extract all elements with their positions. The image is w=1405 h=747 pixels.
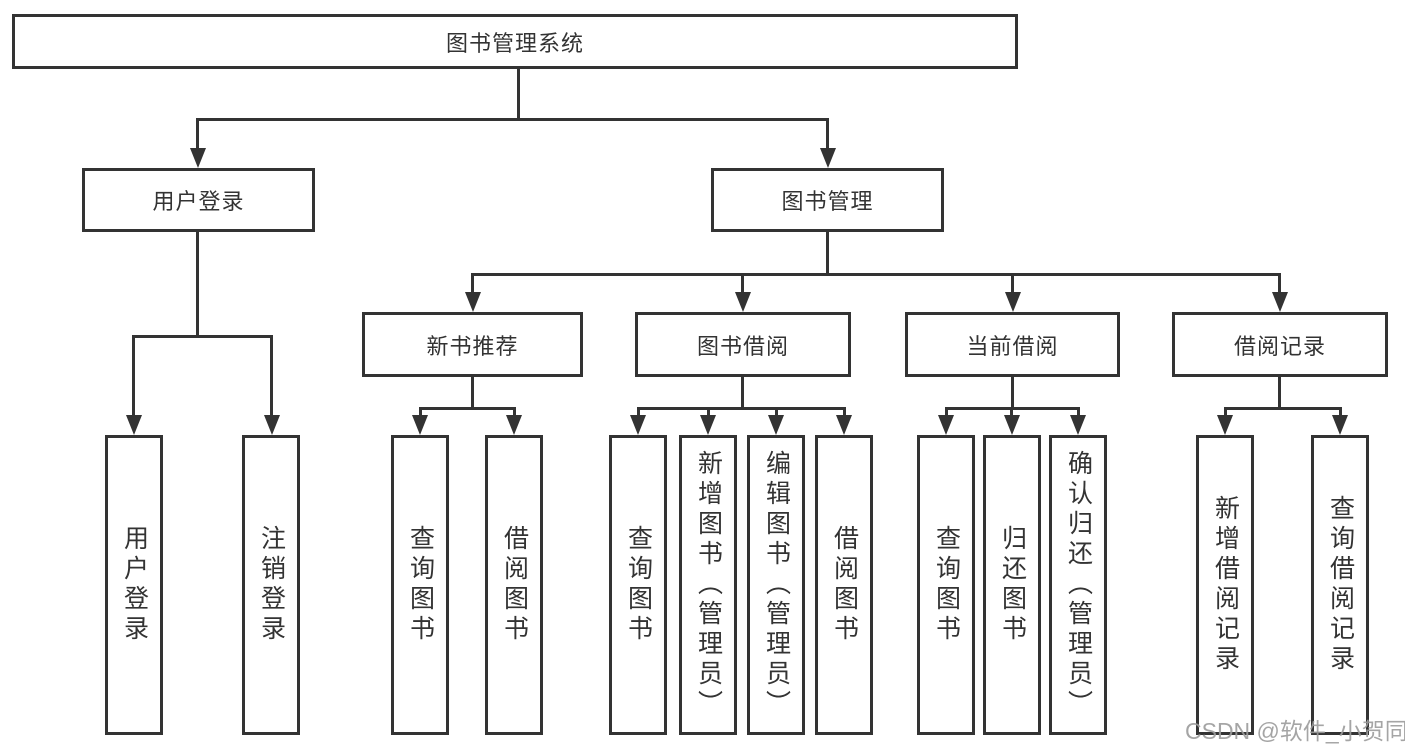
connector-line bbox=[1224, 407, 1342, 410]
connector-line bbox=[471, 377, 474, 407]
leaf-current-return: 归还图书 bbox=[983, 435, 1041, 735]
node-root-label: 图书管理系统 bbox=[445, 30, 584, 56]
connector-line bbox=[637, 407, 640, 417]
leaf-record-add: 新增借阅记录 bbox=[1196, 435, 1254, 735]
arrowhead-down-icon bbox=[700, 415, 716, 435]
connector-line bbox=[1224, 407, 1227, 417]
leaf-logout-label: 注销登录 bbox=[257, 525, 286, 645]
connector-line bbox=[945, 407, 948, 417]
leaf-borrow-borrow-label: 借阅图书 bbox=[830, 525, 859, 645]
connector-line bbox=[132, 335, 135, 415]
connector-line bbox=[826, 232, 829, 273]
leaf-borrow-borrow: 借阅图书 bbox=[815, 435, 873, 735]
connector-line bbox=[419, 407, 422, 417]
node-new-books-label: 新书推荐 bbox=[426, 333, 519, 359]
connector-line bbox=[196, 118, 829, 121]
arrowhead-down-icon bbox=[1070, 415, 1086, 435]
arrowhead-down-icon bbox=[1332, 415, 1348, 435]
arrowhead-down-icon bbox=[126, 415, 142, 435]
connector-line bbox=[707, 407, 710, 417]
node-book-mgmt: 图书管理 bbox=[711, 168, 944, 232]
arrowhead-down-icon bbox=[412, 415, 428, 435]
connector-line bbox=[1278, 377, 1281, 407]
arrowhead-down-icon bbox=[820, 148, 836, 168]
leaf-logout: 注销登录 bbox=[242, 435, 300, 735]
leaf-newbook-query-label: 查询图书 bbox=[406, 525, 435, 645]
connector-line bbox=[513, 407, 516, 417]
leaf-borrow-add-admin-label: 新增图书（管理员） bbox=[694, 450, 723, 720]
node-new-books: 新书推荐 bbox=[362, 312, 583, 377]
leaf-user-login-label: 用户登录 bbox=[120, 525, 149, 645]
connector-line bbox=[1010, 407, 1013, 417]
connector-line bbox=[741, 377, 744, 407]
leaf-borrow-query: 查询图书 bbox=[609, 435, 667, 735]
connector-line bbox=[196, 118, 199, 150]
arrowhead-down-icon bbox=[506, 415, 522, 435]
arrowhead-down-icon bbox=[938, 415, 954, 435]
connector-line bbox=[1011, 377, 1014, 407]
connector-line bbox=[741, 273, 744, 293]
node-user-login-label: 用户登录 bbox=[152, 189, 245, 214]
leaf-newbook-query: 查询图书 bbox=[391, 435, 449, 735]
arrowhead-down-icon bbox=[1272, 292, 1288, 312]
leaf-user-login: 用户登录 bbox=[105, 435, 163, 735]
connector-line bbox=[1077, 407, 1080, 417]
leaf-borrow-edit-admin-label: 编辑图书（管理员） bbox=[762, 450, 791, 720]
node-book-mgmt-label: 图书管理 bbox=[781, 189, 874, 214]
node-book-borrow: 图书借阅 bbox=[635, 312, 851, 377]
connector-line bbox=[1339, 407, 1342, 417]
node-borrow-records-label: 借阅记录 bbox=[1233, 333, 1326, 359]
leaf-borrow-add-admin: 新增图书（管理员） bbox=[679, 435, 737, 735]
arrowhead-down-icon bbox=[465, 292, 481, 312]
arrowhead-down-icon bbox=[836, 415, 852, 435]
leaf-current-return-label: 归还图书 bbox=[998, 525, 1027, 645]
watermark: CSDN @软件_小贺同学 bbox=[1185, 718, 1405, 744]
leaf-record-query-label: 查询借阅记录 bbox=[1326, 495, 1355, 675]
leaf-newbook-borrow: 借阅图书 bbox=[485, 435, 543, 735]
leaf-borrow-query-label: 查询图书 bbox=[624, 525, 653, 645]
connector-line bbox=[775, 407, 778, 417]
node-current-borrow: 当前借阅 bbox=[905, 312, 1120, 377]
node-current-borrow-label: 当前借阅 bbox=[966, 333, 1059, 359]
connector-line bbox=[419, 407, 516, 410]
connector-line bbox=[132, 335, 273, 338]
arrowhead-down-icon bbox=[1005, 292, 1021, 312]
arrowhead-down-icon bbox=[264, 415, 280, 435]
connector-line bbox=[637, 407, 846, 410]
arrowhead-down-icon bbox=[1004, 415, 1020, 435]
node-borrow-records: 借阅记录 bbox=[1172, 312, 1388, 377]
connector-line bbox=[826, 118, 829, 150]
leaf-current-query: 查询图书 bbox=[917, 435, 975, 735]
leaf-record-add-label: 新增借阅记录 bbox=[1211, 495, 1240, 675]
node-user-login: 用户登录 bbox=[82, 168, 315, 232]
connector-line bbox=[471, 273, 1281, 276]
arrowhead-down-icon bbox=[190, 148, 206, 168]
node-root: 图书管理系统 bbox=[12, 14, 1018, 69]
connector-line bbox=[471, 273, 474, 293]
arrowhead-down-icon bbox=[630, 415, 646, 435]
leaf-newbook-borrow-label: 借阅图书 bbox=[500, 525, 529, 645]
connector-line bbox=[270, 335, 273, 415]
leaf-borrow-edit-admin: 编辑图书（管理员） bbox=[747, 435, 805, 735]
leaf-current-query-label: 查询图书 bbox=[932, 525, 961, 645]
connector-line bbox=[1278, 273, 1281, 293]
arrowhead-down-icon bbox=[1217, 415, 1233, 435]
connector-line bbox=[1011, 273, 1014, 293]
leaf-record-query: 查询借阅记录 bbox=[1311, 435, 1369, 735]
connector-line bbox=[517, 68, 520, 120]
connector-line bbox=[843, 407, 846, 417]
leaf-current-confirm-admin: 确认归还（管理员） bbox=[1049, 435, 1107, 735]
arrowhead-down-icon bbox=[735, 292, 751, 312]
leaf-current-confirm-admin-label: 确认归还（管理员） bbox=[1064, 450, 1093, 720]
connector-line bbox=[196, 232, 199, 335]
node-book-borrow-label: 图书借阅 bbox=[696, 333, 789, 359]
arrowhead-down-icon bbox=[768, 415, 784, 435]
